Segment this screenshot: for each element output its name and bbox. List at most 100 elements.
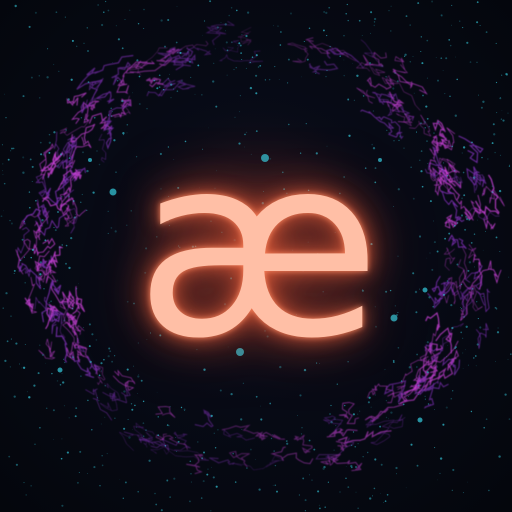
ring-fiber <box>444 214 459 229</box>
dust-particle <box>98 400 100 402</box>
dust-particle <box>47 176 49 178</box>
dust-particle <box>153 79 156 82</box>
dust-particle <box>20 259 22 261</box>
dust-particle <box>276 490 278 493</box>
dust-particle <box>475 365 477 367</box>
dust-particle <box>246 467 248 469</box>
dust-particle <box>52 63 55 66</box>
dust-particle <box>123 427 126 430</box>
dust-particle <box>167 18 170 22</box>
dust-particle <box>110 115 113 117</box>
dust-particle <box>274 484 277 486</box>
ring-fiber <box>323 415 344 431</box>
dust-particle <box>307 241 309 243</box>
dust-particle <box>470 241 473 244</box>
dust-particle <box>428 125 431 128</box>
dust-particle <box>91 429 93 431</box>
dust-particle <box>390 30 392 32</box>
dust-particle <box>343 176 345 178</box>
dust-particle <box>467 364 469 366</box>
dust-particle <box>5 117 7 119</box>
ring-fiber <box>205 21 235 46</box>
dust-particle <box>10 315 12 317</box>
dust-particle <box>176 90 179 92</box>
ring-fiber <box>468 244 477 259</box>
dust-particle <box>461 308 462 309</box>
ring-fiber <box>146 79 196 97</box>
dust-particle <box>59 384 62 386</box>
dust-particle <box>462 27 464 29</box>
dust-particle <box>459 20 461 22</box>
dust-particle <box>142 435 145 437</box>
dust-particle <box>383 501 384 503</box>
dust-particle <box>462 171 465 174</box>
dust-particle <box>427 163 429 165</box>
ring-fiber <box>209 457 235 465</box>
dust-particle <box>31 180 33 182</box>
dust-particle <box>2 210 4 212</box>
dust-particle <box>352 413 355 416</box>
dust-particle <box>14 4 17 8</box>
dust-particle <box>345 466 347 467</box>
dust-particle <box>213 62 215 64</box>
ring-fiber <box>427 342 443 356</box>
dust-particle <box>350 466 353 469</box>
dust-particle <box>436 250 439 253</box>
dust-particle <box>443 162 445 164</box>
ring-fiber <box>372 91 393 105</box>
dust-particle <box>138 374 140 376</box>
dust-particle <box>213 202 215 204</box>
dust-particle <box>107 130 109 132</box>
dust-particle <box>471 288 474 290</box>
dust-particle <box>66 451 69 454</box>
ring-fiber <box>150 446 209 461</box>
dust-particle <box>458 181 461 184</box>
dust-particle <box>445 406 448 409</box>
dust-particle <box>426 140 428 142</box>
dust-particle <box>157 416 159 418</box>
ring-fiber <box>111 61 132 86</box>
ring-fiber <box>470 200 496 231</box>
dust-particle <box>386 129 388 132</box>
ring-fiber <box>88 100 100 111</box>
ring-fiber <box>438 169 462 189</box>
ring-fiber <box>55 325 68 363</box>
dust-particle <box>241 59 243 60</box>
dust-particle <box>362 95 365 97</box>
ring-fiber <box>424 156 440 180</box>
dust-particle <box>100 362 103 365</box>
dust-particle <box>225 23 227 24</box>
ring-fiber <box>431 275 454 298</box>
dust-particle <box>101 455 103 457</box>
dust-particle <box>313 448 316 451</box>
ring-fiber <box>327 456 363 472</box>
dust-particle <box>113 355 116 357</box>
dust-particle <box>87 399 89 402</box>
dust-particle <box>357 443 359 445</box>
dust-particle <box>169 496 171 498</box>
ring-fiber <box>287 42 309 63</box>
dust-particle <box>473 233 476 235</box>
dust-particle <box>214 187 216 189</box>
dust-particle <box>491 191 494 194</box>
dust-particle <box>61 504 64 507</box>
dust-particle <box>55 11 58 14</box>
dust-particle <box>341 219 342 221</box>
dust-particle <box>117 38 120 41</box>
dust-particle <box>75 407 78 410</box>
dust-particle <box>485 31 488 33</box>
dust-particle <box>347 19 349 22</box>
dust-particle <box>111 110 113 112</box>
dust-particle <box>308 439 311 442</box>
dust-particle <box>343 35 345 37</box>
dust-particle <box>236 9 238 12</box>
dust-particle <box>278 79 280 81</box>
dust-particle <box>5 292 8 295</box>
ring-fiber <box>50 286 70 310</box>
dust-particle <box>167 195 169 197</box>
dust-particle <box>289 12 293 15</box>
dust-particle <box>459 307 461 308</box>
dust-particle <box>202 480 205 483</box>
dust-particle <box>453 169 456 172</box>
dust-particle <box>200 497 203 499</box>
